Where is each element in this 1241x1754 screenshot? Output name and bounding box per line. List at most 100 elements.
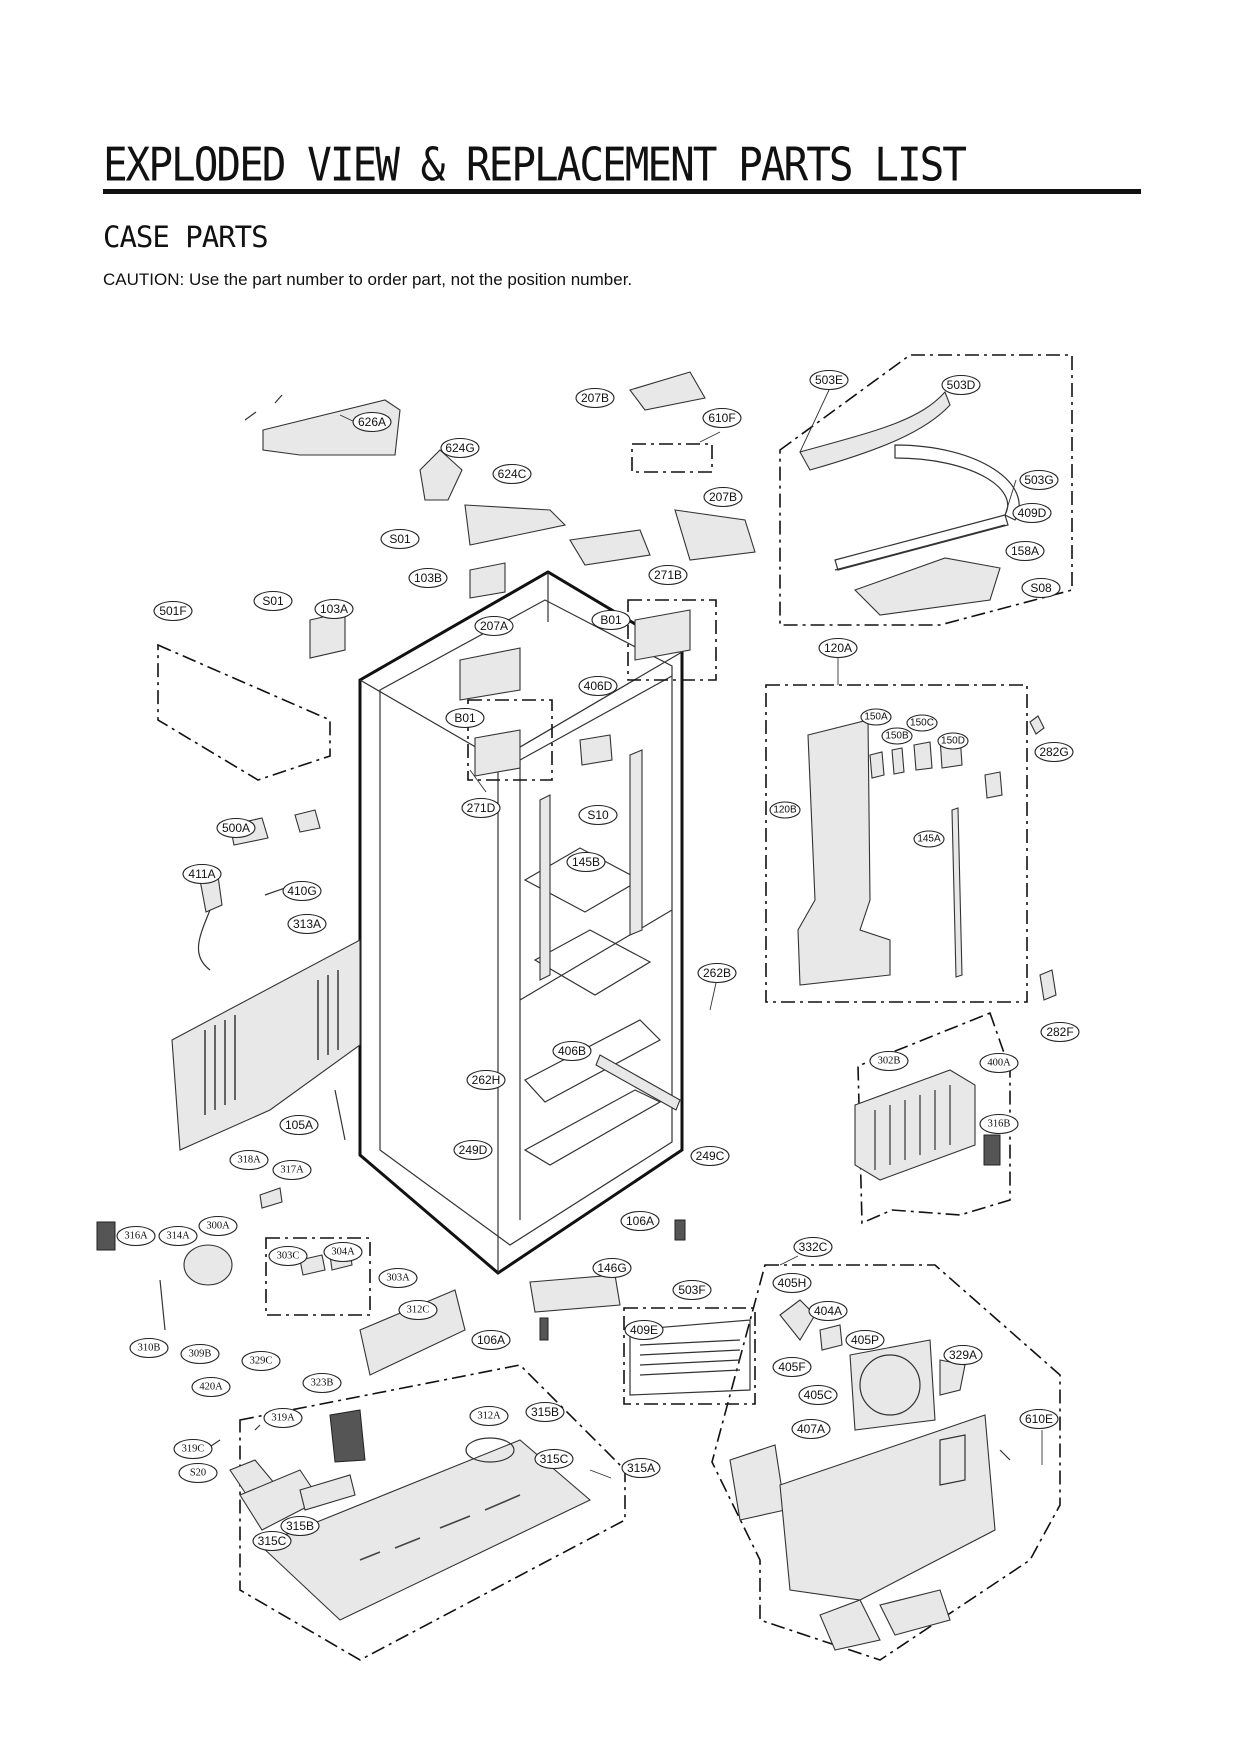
callout-bubble <box>378 1267 418 1289</box>
callout-bubble <box>471 1329 511 1351</box>
callout-text: 303C <box>277 1251 300 1262</box>
callout-label: S10 <box>578 804 618 826</box>
callout-label: 146G <box>592 1257 632 1279</box>
callout-bubble <box>1034 741 1074 763</box>
callout-label: 329A <box>943 1344 983 1366</box>
callout-label: 282G <box>1034 741 1074 763</box>
callout-text: 150C <box>910 718 934 729</box>
callout-text: 304A <box>331 1247 355 1258</box>
callout-bubble <box>943 1344 983 1366</box>
callout-bubble <box>772 1272 812 1294</box>
callout-text: 410G <box>287 884 316 898</box>
callout-bubble <box>398 1299 438 1321</box>
callout-text: 315B <box>531 1405 559 1419</box>
callout-label: 150C <box>906 714 938 732</box>
callout-label: 150D <box>937 732 969 750</box>
callout-label: 319A <box>263 1407 303 1429</box>
callout-label: 610E <box>1019 1408 1059 1430</box>
callout-label: 271B <box>648 564 688 586</box>
callout-text: 310B <box>138 1343 161 1354</box>
callout-label: 120B <box>769 801 801 819</box>
callout-bubble <box>798 1384 838 1406</box>
callout-label: 323B <box>302 1372 342 1394</box>
callout-label: 501F <box>153 600 193 622</box>
callout-label: 105A <box>279 1114 319 1136</box>
callout-label: 145B <box>566 851 606 873</box>
callout-bubble <box>620 1210 660 1232</box>
callout-label: 106A <box>471 1329 511 1351</box>
deco-panel <box>799 390 1020 616</box>
callout-text: 500A <box>222 821 250 835</box>
callout-bubble <box>937 732 969 750</box>
callout-bubble <box>268 1245 308 1267</box>
callout-bubble <box>241 1350 281 1372</box>
callout-text: 150D <box>941 736 965 747</box>
callout-text: 624G <box>445 441 474 455</box>
callout-label: 315B <box>280 1515 320 1537</box>
callout-label: 158A <box>1005 540 1045 562</box>
callout-text: 407A <box>797 1422 825 1436</box>
callout-bubble <box>566 851 606 873</box>
callout-bubble <box>592 1257 632 1279</box>
callout-text: 103A <box>320 602 348 616</box>
callout-text: 405H <box>778 1276 807 1290</box>
callout-text: 316B <box>988 1119 1011 1130</box>
callout-text: S08 <box>1030 581 1052 595</box>
callout-text: 300A <box>206 1221 230 1232</box>
dashed-groups <box>157 354 1073 1661</box>
callout-bubble <box>1012 502 1052 524</box>
callout-label: 404A <box>808 1300 848 1322</box>
callout-bubble <box>408 567 448 589</box>
callout-text: 150B <box>885 731 909 742</box>
callout-bubble <box>818 637 858 659</box>
callout-text: 312A <box>477 1411 501 1422</box>
callout-label: S01 <box>380 528 420 550</box>
callout-label: 332C <box>793 1236 833 1258</box>
callout-text: 105A <box>285 1118 313 1132</box>
callout-label: 405P <box>845 1329 885 1351</box>
callout-label: 411A <box>182 863 222 885</box>
callout-bubble <box>578 804 618 826</box>
callout-bubble <box>690 1145 730 1167</box>
callout-bubble <box>772 1356 812 1378</box>
callout-bubble <box>282 880 322 902</box>
callout-bubble <box>1019 1408 1059 1430</box>
callout-label: 329C <box>241 1350 281 1372</box>
callout-bubble <box>672 1279 712 1301</box>
callout-bubble <box>578 675 618 697</box>
callout-label: 271D <box>461 797 501 819</box>
callout-text: 404A <box>814 1304 842 1318</box>
callout-label: 302B <box>869 1050 909 1072</box>
callout-text: 314A <box>166 1231 190 1242</box>
callout-text: 503E <box>815 373 843 387</box>
callout-text: 624C <box>498 467 527 481</box>
callout-text: 303A <box>386 1273 410 1284</box>
callout-bubble <box>263 1407 303 1429</box>
callout-bubble <box>469 1405 509 1427</box>
callout-label: 626A <box>352 411 392 433</box>
callout-text: 315C <box>540 1452 569 1466</box>
callout-label: 407A <box>791 1418 831 1440</box>
callout-bubble <box>253 590 293 612</box>
callout-text: 626A <box>358 415 386 429</box>
callout-bubble <box>769 801 801 819</box>
callout-text: 405C <box>804 1388 833 1402</box>
callout-label: 207B <box>575 387 615 409</box>
callout-label: 405H <box>772 1272 812 1294</box>
callout-label: 106A <box>620 1210 660 1232</box>
callout-bubble <box>216 817 256 839</box>
rails <box>539 749 681 1111</box>
callout-bubble <box>979 1113 1019 1135</box>
callout-bubble <box>453 1139 493 1161</box>
callout-bubble <box>314 598 354 620</box>
callout-bubble <box>591 609 631 631</box>
callout-label: 313A <box>287 913 327 935</box>
callout-text: 282F <box>1046 1025 1073 1039</box>
callout-bubble <box>158 1225 198 1247</box>
callout-label: 315C <box>534 1448 574 1470</box>
callout-text: 315A <box>627 1461 655 1475</box>
callout-text: 406B <box>558 1044 586 1058</box>
callout-text: 120A <box>824 641 852 655</box>
callout-label: 624G <box>440 437 480 459</box>
callout-bubble <box>323 1241 363 1263</box>
